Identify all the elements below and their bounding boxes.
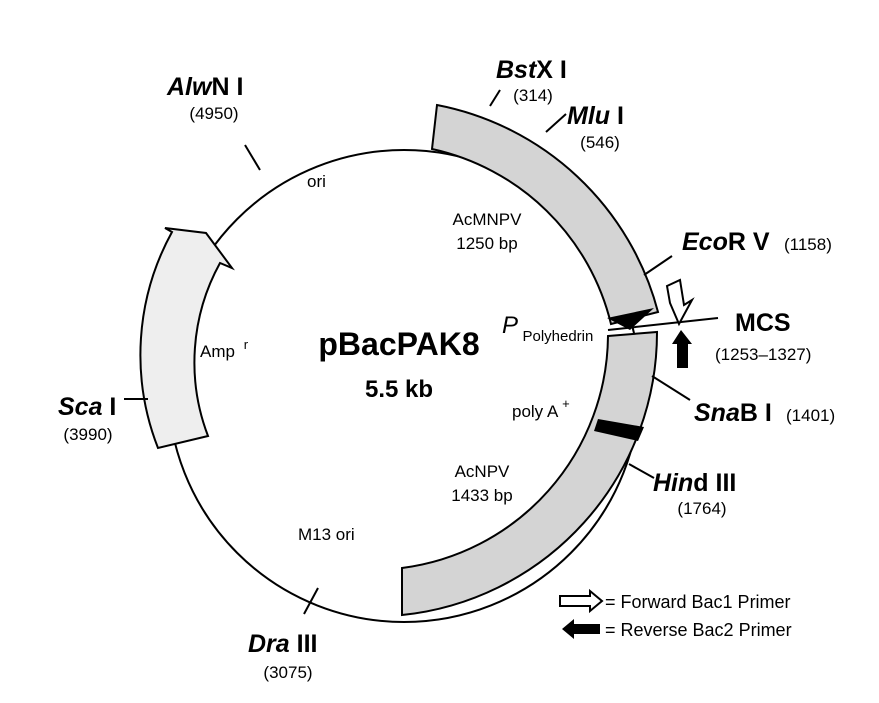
- alwn-position: (4950): [189, 104, 238, 123]
- sca-italic: Sca: [58, 393, 103, 421]
- acnpv-segment: [401, 330, 659, 617]
- alwn-name: AlwN I: [166, 73, 243, 101]
- amp-text: Amp: [200, 342, 235, 361]
- p-letter: P: [502, 312, 518, 339]
- dra-italic: Dra: [248, 630, 290, 658]
- legend-forward-arrow-icon: [559, 588, 604, 614]
- acnpv-name: AcNPV: [455, 462, 510, 481]
- mcs-label: MCS: [735, 309, 791, 337]
- snab-name: SnaB I: [694, 399, 772, 427]
- bstx-tick: [489, 89, 501, 107]
- acmnpv-name: AcMNPV: [453, 210, 523, 229]
- acmnpv-segment: [430, 103, 660, 326]
- ecorv-position: (1158): [784, 235, 832, 254]
- hind-tick: [628, 463, 655, 479]
- bstx-rest: X I: [536, 56, 567, 84]
- amp-label: Amp r: [200, 337, 249, 361]
- ori-label: ori: [307, 172, 326, 191]
- plasmid-size: 5.5 kb: [365, 376, 433, 403]
- snab-rest: B I: [740, 399, 772, 427]
- dra-tick: [303, 587, 319, 615]
- dra-rest: III: [290, 630, 318, 658]
- ecorv-tick: [643, 255, 673, 276]
- snab-position: (1401): [786, 406, 835, 425]
- alwn-rest: N I: [211, 73, 243, 101]
- polya-superscript: +: [562, 396, 570, 411]
- mlu-rest: I: [610, 102, 624, 130]
- amp-superscript: r: [244, 337, 249, 352]
- polya-band: [594, 419, 644, 441]
- polyhedrin-promoter-label: P Polyhedrin: [502, 312, 593, 345]
- hind-rest: d III: [693, 469, 736, 497]
- amp-resistance-arrow: [139, 227, 235, 450]
- polya-text: poly A: [512, 402, 559, 421]
- hind-position: (1764): [677, 499, 726, 518]
- acmnpv-size: 1250 bp: [456, 234, 517, 253]
- hind-name: Hind III: [653, 469, 736, 497]
- bstx-position: (314): [513, 86, 553, 105]
- hind-italic: Hin: [653, 469, 693, 497]
- mlu-italic: Mlu: [567, 102, 610, 130]
- m13-ori-label: M13 ori: [298, 525, 355, 544]
- snab-italic: Sna: [694, 399, 740, 427]
- alwn-tick: [244, 144, 261, 171]
- forward-primer-arrow: [665, 278, 695, 327]
- acnpv-size: 1433 bp: [451, 486, 512, 505]
- sca-position: (3990): [63, 425, 112, 444]
- sca-name: Sca I: [58, 393, 116, 421]
- p-subscript: Polyhedrin: [522, 328, 593, 345]
- reverse-primer-arrow: [672, 330, 692, 368]
- ecorv-name: EcoR V: [682, 228, 770, 256]
- plasmid-name: pBacPAK8: [318, 326, 479, 362]
- polyhedrin-promoter-arrow: [607, 308, 654, 330]
- mlu-position: (546): [580, 133, 620, 152]
- legend-reverse-label: = Reverse Bac2 Primer: [605, 620, 792, 640]
- snab-tick: [651, 375, 691, 401]
- legend-reverse-arrow-icon: [562, 619, 600, 639]
- legend-forward-label: = Forward Bac1 Primer: [605, 592, 791, 612]
- polya-label: poly A +: [512, 396, 570, 421]
- bstx-name: BstX I: [496, 56, 567, 84]
- mcs-range: (1253–1327): [715, 345, 811, 364]
- sca-rest: I: [102, 393, 116, 421]
- ecorv-italic: Eco: [682, 228, 728, 256]
- dra-name: Dra III: [248, 630, 317, 658]
- mlu-tick: [545, 113, 567, 133]
- alwn-italic: Alw: [166, 73, 213, 101]
- dra-position: (3075): [263, 663, 312, 682]
- mlu-name: Mlu I: [567, 102, 624, 130]
- mcs-line: [607, 317, 719, 331]
- bstx-italic: Bst: [496, 56, 538, 84]
- ecorv-rest: R V: [728, 228, 770, 256]
